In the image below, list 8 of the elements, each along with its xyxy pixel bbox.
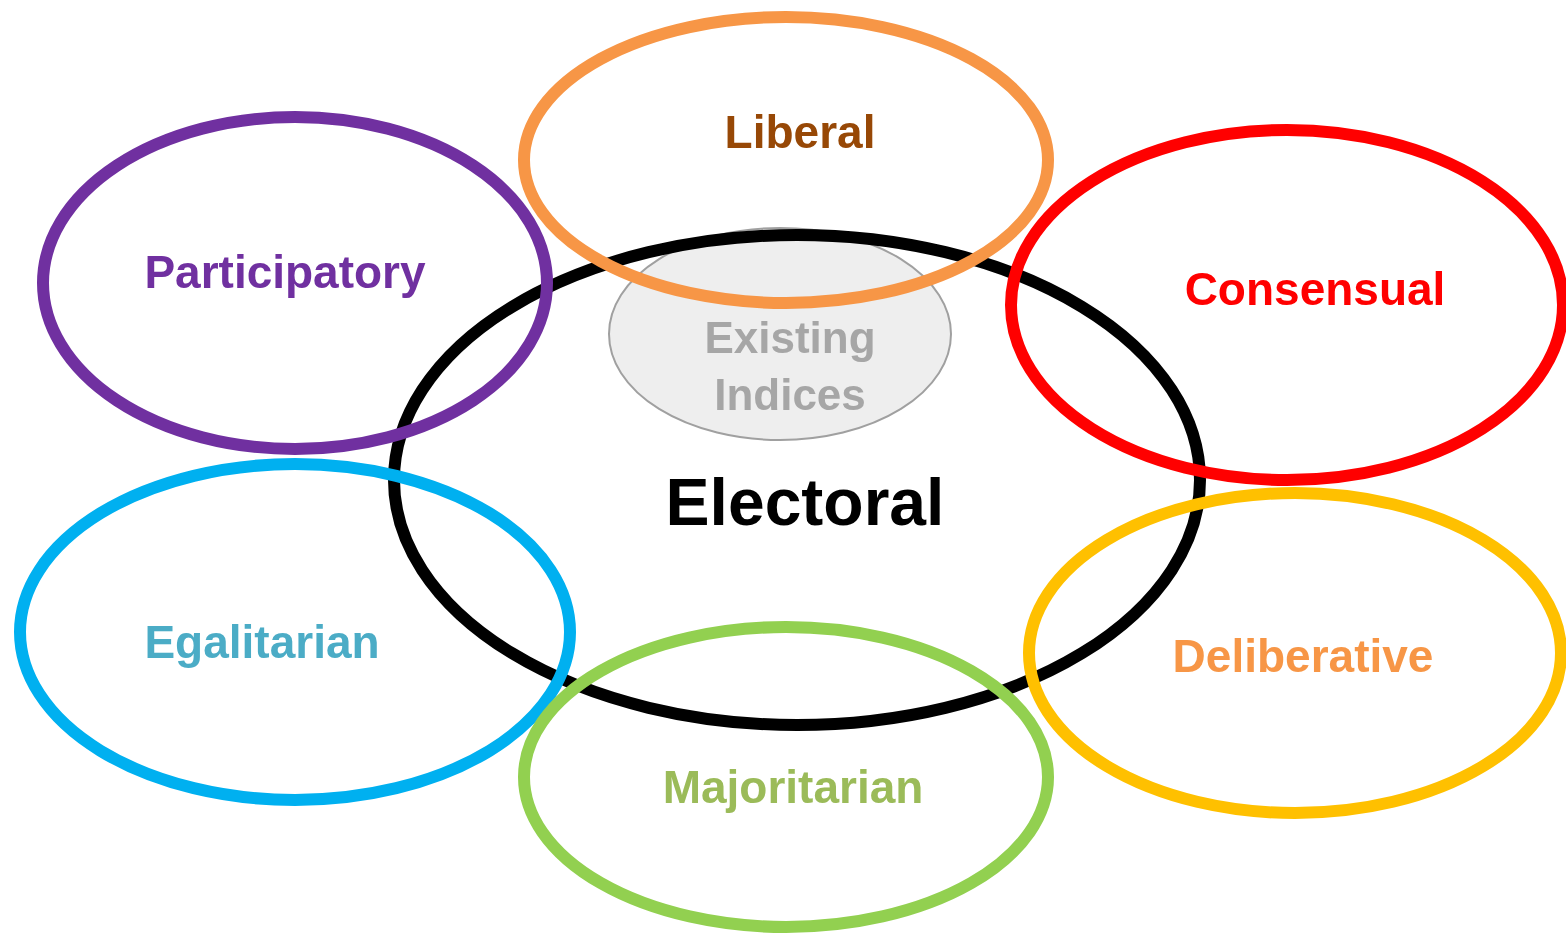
category-label: Participatory	[144, 245, 426, 301]
category-label: Egalitarian	[144, 615, 380, 671]
category-label: Electoral	[665, 464, 945, 542]
category-label: Existing Indices	[703, 311, 877, 421]
category-label: Liberal	[724, 105, 876, 161]
category-label: Consensual	[1184, 262, 1446, 318]
category-label: Majoritarian	[662, 760, 924, 816]
category-label: Deliberative	[1172, 629, 1434, 685]
